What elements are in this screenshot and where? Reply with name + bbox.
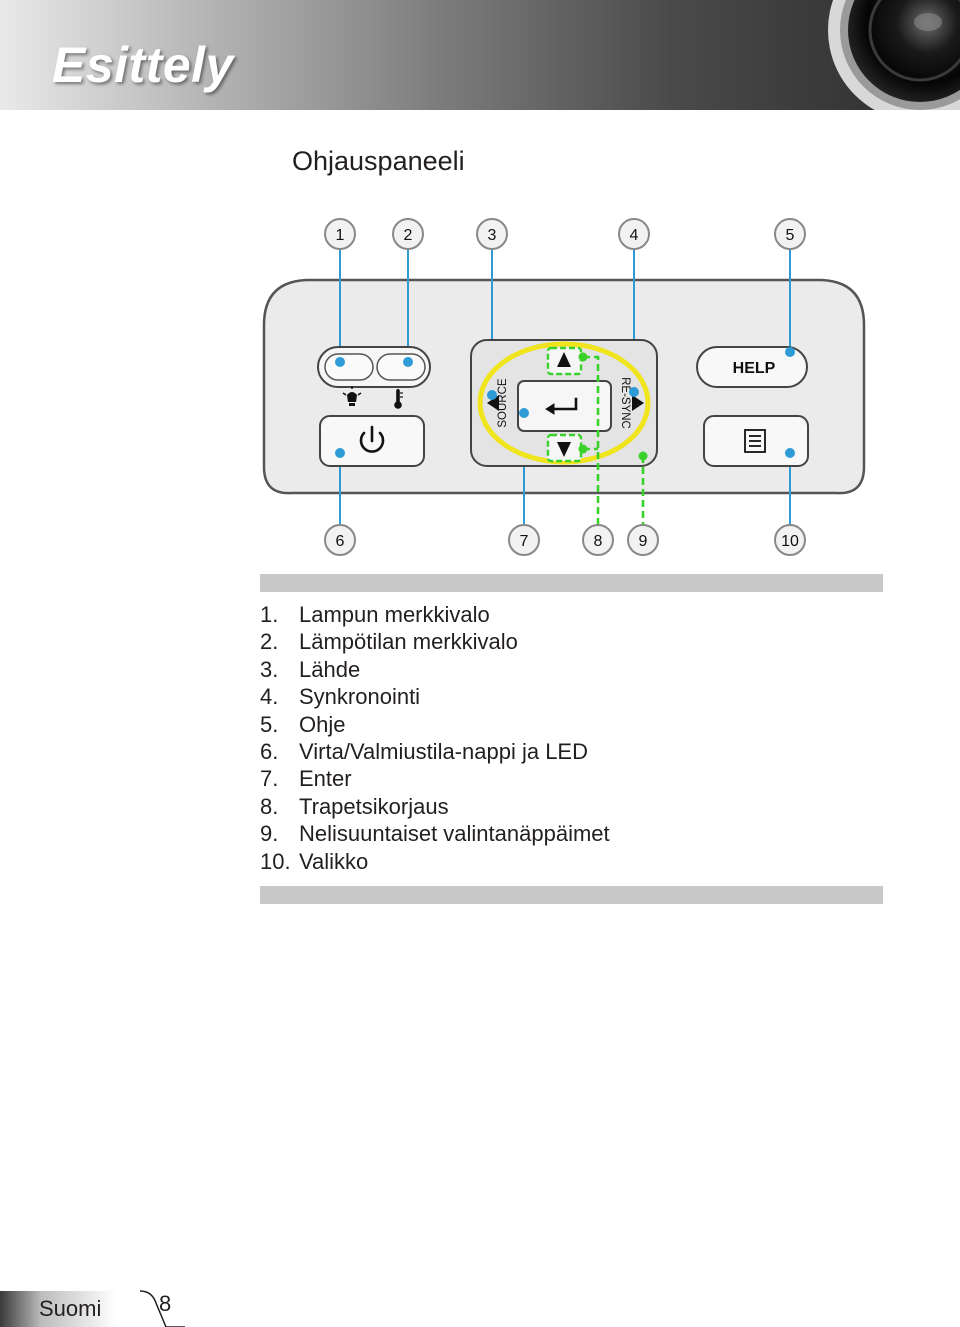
legend-label: Trapetsikorjaus [299,793,449,819]
footer-language: Suomi [39,1296,102,1321]
legend-label: Lähde [299,656,361,682]
arrow-up-icon [557,352,571,367]
help-label: HELP [733,360,776,377]
legend-number: 2. [260,629,279,655]
callout-9-label: 9 [639,533,648,550]
header-banner: Esittely [0,0,960,110]
callout-3: 3 [476,218,508,250]
legend-number: 5. [260,711,279,737]
legend-label: Ohje [299,711,346,737]
enter-button[interactable] [517,380,612,432]
arrow-left-icon [487,395,499,411]
callout-5: 5 [774,218,806,250]
legend-item: 9. Nelisuuntaiset valintanäppäimet [260,820,610,847]
legend-label: Virta/Valmiustila-nappi ja LED [299,738,588,764]
callout-6: 6 [324,524,356,556]
callout-5-label: 5 [786,227,795,244]
legend-item: 3. Lähde [260,656,610,683]
projector-lens-image [828,0,960,110]
footer-tab [0,1290,185,1327]
legend-item: 8. Trapetsikorjaus [260,793,610,820]
legend-item: 10. Valikko [260,848,610,875]
legend-label: Nelisuuntaiset valintanäppäimet [299,821,610,847]
section-title: Ohjauspaneeli [292,146,465,176]
legend-number: 7. [260,766,279,792]
legend-label: Synkronointi [299,684,421,710]
legend-bottom-bar [260,886,883,904]
callout-7-label: 7 [520,533,529,550]
page-header-title: Esittely [52,37,234,93]
callout-4-label: 4 [630,227,639,244]
callout-8-label: 8 [594,533,603,550]
legend-number: 9. [260,821,279,847]
legend-list: 1. Lampun merkkivalo 2. Lämpötilan merkkiv… [260,601,610,875]
resync-label: RE-SYNC [619,377,631,429]
legend-label: Enter [299,766,352,792]
legend-item: 7. Enter [260,765,610,792]
legend-item: 6. Virta/Valmiustila-nappi ja LED [260,738,610,765]
help-button[interactable] [696,346,808,388]
callout-2-label: 2 [404,227,413,244]
control-panel-diagram: SOURCE RE-SYNC HELP [262,218,866,556]
direction-ring [477,341,651,465]
lamp-icon [342,386,362,406]
power-icon [359,425,385,453]
menu-icon [744,429,766,453]
legend-label: Valikko [299,848,369,874]
legend-item: 4. Synkronointi [260,683,610,710]
callout-1-label: 1 [336,227,345,244]
legend-number: 3. [260,656,279,682]
legend-label: Lämpötilan merkkivalo [299,629,518,655]
arrow-down-icon [557,442,571,457]
temp-led [376,353,426,381]
legend-number: 4. [260,684,279,710]
callout-7: 7 [508,524,540,556]
legend-number: 6. [260,738,279,764]
callout-9: 9 [627,524,659,556]
lamp-led [324,353,374,381]
legend-item: 1. Lampun merkkivalo [260,601,610,628]
callout-3-label: 3 [488,227,497,244]
arrow-right-icon [632,395,644,411]
callout-1: 1 [324,218,356,250]
callout-8: 8 [582,524,614,556]
legend-number: 10. [260,848,291,874]
enter-icon [545,397,578,415]
legend-label: Lampun merkkivalo [299,602,490,627]
legend-item: 5. Ohje [260,711,610,738]
callout-10-label: 10 [781,533,799,550]
callout-6-label: 6 [336,533,345,550]
legend-item: 2. Lämpötilan merkkivalo [260,628,610,655]
page-number: 8 [159,1291,172,1316]
callout-4: 4 [618,218,650,250]
thermometer-icon [394,389,403,409]
callouts-top: 1 2 3 4 5 [324,218,806,250]
callout-2: 2 [392,218,424,250]
legend-top-bar [260,574,883,592]
callouts-bottom: 6 7 8 9 10 [324,524,806,556]
legend-number: 8. [260,793,279,819]
callout-10: 10 [774,524,806,556]
source-label: SOURCE [497,378,509,428]
legend-number: 1. [260,602,279,627]
